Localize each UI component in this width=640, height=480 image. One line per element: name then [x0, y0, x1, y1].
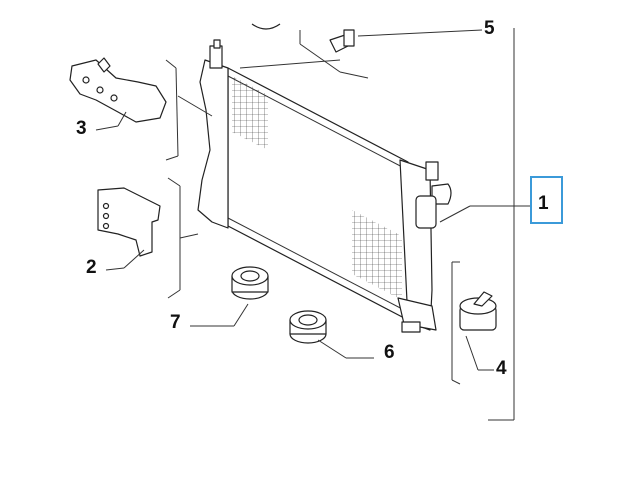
callout-label-2[interactable]: 2	[86, 257, 97, 278]
part-2-clip	[97, 177, 199, 299]
part-6-grommet	[289, 310, 374, 359]
part-7-grommet	[190, 266, 269, 327]
radiator-core	[197, 39, 452, 333]
callout-label-7[interactable]: 7	[170, 312, 181, 333]
part-5-fitting	[239, 23, 483, 79]
callout-1-highlight-box[interactable]	[530, 176, 563, 224]
part-4-mount	[451, 261, 497, 385]
callout-label-4[interactable]: 4	[496, 358, 507, 379]
callout-label-5[interactable]: 5	[484, 18, 495, 39]
leader-1	[439, 205, 471, 223]
callout-label-3[interactable]: 3	[76, 118, 87, 139]
callout-label-6[interactable]: 6	[384, 342, 395, 363]
callout-label-1[interactable]: 1	[538, 193, 549, 214]
part-3-bracket	[69, 57, 213, 161]
